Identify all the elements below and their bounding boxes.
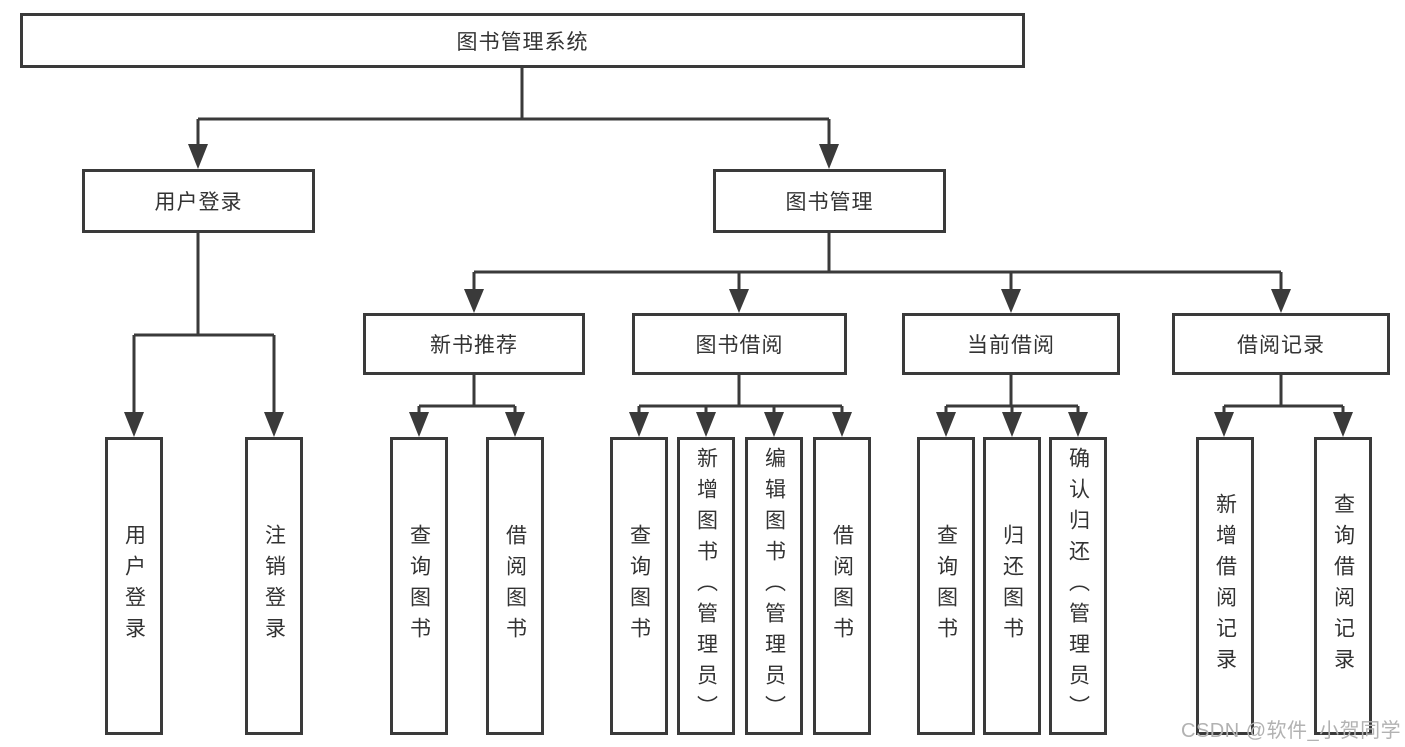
leaf-user-login-label: 用户登录 <box>122 524 146 648</box>
leaf-logout-label: 注销登录 <box>262 524 286 648</box>
arrowheads <box>124 144 1353 437</box>
leaf-current-return-book-label: 归还图书 <box>1000 524 1024 648</box>
leaf-records-query-record: 查询借阅记录 <box>1314 437 1372 735</box>
leaf-recommend-query-book: 查询图书 <box>390 437 448 735</box>
node-current-borrow: 当前借阅 <box>902 313 1120 375</box>
leaf-current-query-book: 查询图书 <box>917 437 975 735</box>
node-borrow-records-label: 借阅记录 <box>1237 334 1325 357</box>
node-user-login-label: 用户登录 <box>154 191 243 214</box>
leaf-borrow-edit-book-admin-label: 编辑图书（管理员） <box>762 446 786 726</box>
leaf-records-add-record-label: 新增借阅记录 <box>1213 493 1237 679</box>
leaf-borrow-borrow-book-label: 借阅图书 <box>830 524 854 648</box>
leaf-borrow-borrow-book: 借阅图书 <box>813 437 871 735</box>
node-borrow-records: 借阅记录 <box>1172 313 1390 375</box>
leaf-recommend-borrow-book-label: 借阅图书 <box>503 524 527 648</box>
node-book-borrow-label: 图书借阅 <box>695 334 784 357</box>
leaf-current-query-book-label: 查询图书 <box>934 524 958 648</box>
csdn-watermark: CSDN @软件_小贺同学 <box>1181 720 1402 742</box>
leaf-borrow-query-book: 查询图书 <box>610 437 668 735</box>
leaf-recommend-query-book-label: 查询图书 <box>407 524 431 648</box>
node-user-login: 用户登录 <box>82 169 315 233</box>
leaf-records-add-record: 新增借阅记录 <box>1196 437 1254 735</box>
node-book-borrow: 图书借阅 <box>632 313 847 375</box>
leaf-user-login: 用户登录 <box>105 437 163 735</box>
leaf-records-query-record-label: 查询借阅记录 <box>1331 493 1355 679</box>
leaf-logout: 注销登录 <box>245 437 303 735</box>
leaf-borrow-add-book-admin-label: 新增图书（管理员） <box>694 446 718 726</box>
leaf-current-confirm-return-admin: 确认归还（管理员） <box>1049 437 1107 735</box>
node-book-management-label: 图书管理 <box>785 191 874 214</box>
leaf-recommend-borrow-book: 借阅图书 <box>486 437 544 735</box>
leaf-current-return-book: 归还图书 <box>983 437 1041 735</box>
node-root-label: 图书管理系统 <box>456 30 589 54</box>
node-current-borrow-label: 当前借阅 <box>967 334 1055 357</box>
leaf-current-confirm-return-admin-label: 确认归还（管理员） <box>1066 446 1090 726</box>
leaf-borrow-add-book-admin: 新增图书（管理员） <box>677 437 735 735</box>
leaf-borrow-query-book-label: 查询图书 <box>627 524 651 648</box>
node-new-book-recommend: 新书推荐 <box>363 313 585 375</box>
node-new-book-recommend-label: 新书推荐 <box>430 334 518 357</box>
node-book-management: 图书管理 <box>713 169 946 233</box>
leaf-borrow-edit-book-admin: 编辑图书（管理员） <box>745 437 803 735</box>
node-root: 图书管理系统 <box>20 13 1025 68</box>
